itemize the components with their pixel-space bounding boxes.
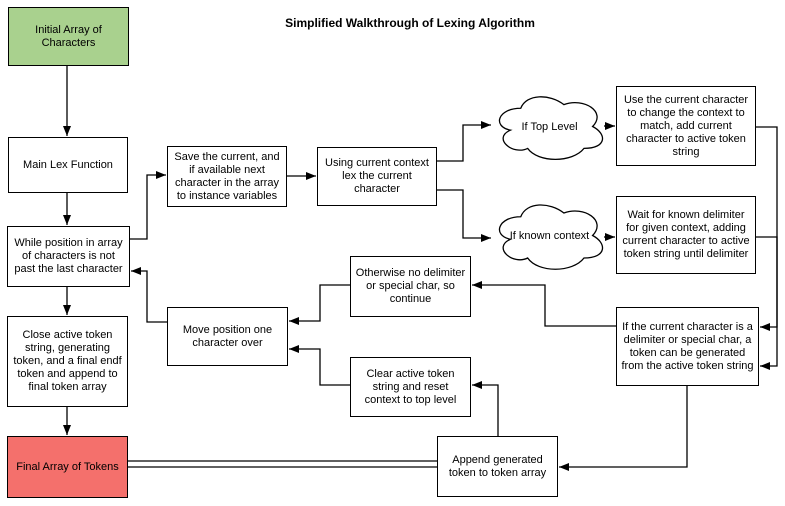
node-label: Move position one character over bbox=[182, 323, 273, 349]
edge-ifdelim-to-otherwise bbox=[472, 281, 616, 327]
node-move-position: Move position one character over bbox=[167, 307, 288, 366]
node-using-current-context: Using current context lex the current ch… bbox=[317, 147, 437, 206]
edge-clear-to-move bbox=[289, 345, 350, 386]
node-append-generated-token: Append generated token to token array bbox=[437, 436, 558, 497]
node-otherwise-continue: Otherwise no delimiter or special char, … bbox=[350, 256, 471, 317]
node-initial-array-of-characters: Initial Array of Characters bbox=[8, 7, 129, 66]
node-label: Using current context lex the current ch… bbox=[325, 157, 429, 195]
node-label: While position in array of characters is… bbox=[14, 237, 123, 275]
node-use-current-character: Use the current character to change the … bbox=[616, 86, 756, 166]
edge-wait-to-ifdelim bbox=[756, 236, 778, 370]
node-clear-active-token: Clear active token string and reset cont… bbox=[350, 357, 471, 417]
node-label: Close active token string, generating to… bbox=[13, 329, 122, 393]
edge-while-to-save bbox=[130, 171, 166, 240]
node-label: Clear active token string and reset cont… bbox=[364, 367, 457, 406]
node-label: Append generated token to token array bbox=[448, 453, 547, 479]
node-label: Main Lex Function bbox=[23, 158, 113, 171]
node-if-delimiter-generate-token: If the current character is a delimiter … bbox=[616, 307, 759, 386]
edge-ifdelim-to-append bbox=[559, 386, 688, 471]
cloud-label: If Top Level bbox=[521, 120, 578, 133]
node-label: Initial Array of Characters bbox=[35, 23, 102, 49]
node-label: Wait for known delimiter for given conte… bbox=[622, 209, 750, 260]
edge-move-to-while bbox=[131, 267, 167, 323]
edge-usechar-to-ifdelim bbox=[756, 126, 778, 331]
node-while-position: While position in array of characters is… bbox=[7, 226, 130, 287]
node-main-lex-function: Main Lex Function bbox=[8, 137, 128, 193]
cloud-shape-icon bbox=[498, 204, 603, 270]
node-label: Use the current character to change the … bbox=[623, 93, 749, 158]
node-wait-for-delimiter: Wait for known delimiter for given conte… bbox=[616, 196, 756, 274]
edge-append-to-clear bbox=[472, 381, 499, 436]
cloud-if-known-context: If known context bbox=[492, 198, 607, 273]
node-final-array-of-tokens: Final Array of Tokens bbox=[7, 436, 128, 498]
node-save-current-character: Save the current, and if available next … bbox=[167, 146, 287, 207]
edge-using-to-toplevel bbox=[437, 121, 491, 162]
node-close-active-token: Close active token string, generating to… bbox=[7, 316, 128, 407]
cloud-shape-icon bbox=[498, 96, 603, 160]
edge-using-to-knowncontext bbox=[437, 189, 491, 242]
edge-otherwise-to-move bbox=[289, 284, 350, 325]
node-label: Otherwise no delimiter or special char, … bbox=[355, 267, 466, 305]
node-label: Final Array of Tokens bbox=[16, 460, 119, 473]
node-label: Save the current, and if available next … bbox=[174, 150, 280, 202]
cloud-if-top-level: If Top Level bbox=[492, 90, 607, 163]
node-label: If the current character is a delimiter … bbox=[621, 320, 754, 372]
cloud-label: If known context bbox=[509, 229, 590, 242]
diagram-title: Simplified Walkthrough of Lexing Algorit… bbox=[285, 16, 535, 30]
